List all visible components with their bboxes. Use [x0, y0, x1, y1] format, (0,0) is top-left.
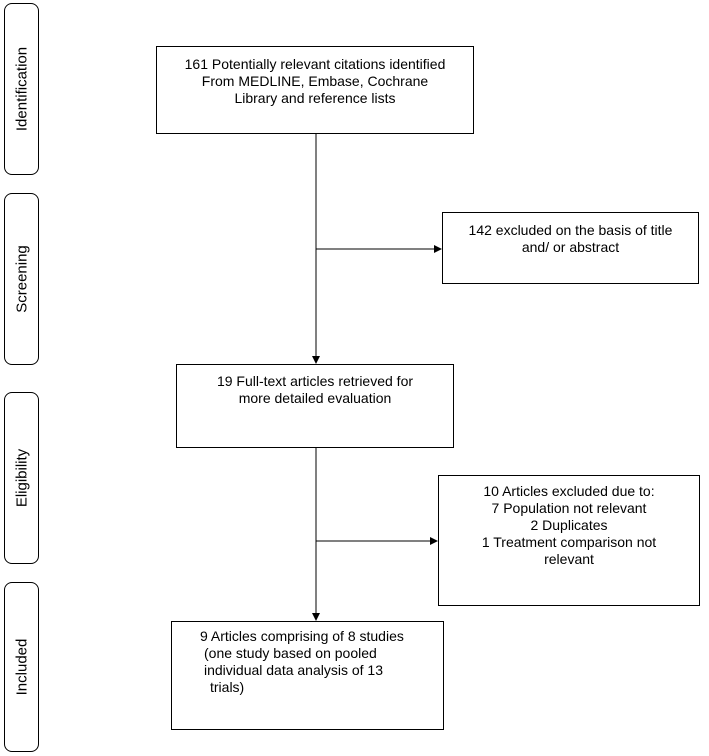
- stage-tab-screening: Screening: [4, 193, 39, 365]
- stage-tab-identification: Identification: [4, 3, 39, 175]
- identification-box: 161 Potentially relevant citations ident…: [156, 46, 474, 134]
- stage-tab-eligibility: Eligibility: [4, 392, 39, 564]
- included-line-3: individual data analysis of 13: [204, 662, 384, 678]
- identification-line-2: From MEDLINE, Embase, Cochrane: [201, 73, 429, 89]
- excluded-line-1: 10 Articles excluded due to:: [483, 483, 655, 499]
- excluded-line-2: 7 Population not relevant: [491, 500, 647, 516]
- included-line-4: trials): [210, 679, 245, 695]
- screening-excluded-box: 142 excluded on the basis of title and/ …: [442, 212, 699, 284]
- stage-tab-included: Included: [4, 582, 39, 752]
- excluded-line-3: 2 Duplicates: [530, 517, 608, 533]
- excluded-line-4: 1 Treatment comparison not: [481, 534, 657, 550]
- identification-line-1: 161 Potentially relevant citations ident…: [184, 56, 446, 72]
- full-text-box: 19 Full-text articles retrieved for more…: [176, 364, 454, 448]
- excluded-line-5: relevant: [544, 551, 594, 567]
- full-text-line-2: more detailed evaluation: [238, 390, 392, 406]
- eligibility-excluded-box: 10 Articles excluded due to: 7 Populatio…: [438, 475, 700, 606]
- screening-excluded-line-1: 142 excluded on the basis of title: [468, 222, 673, 238]
- full-text-line-1: 19 Full-text articles retrieved for: [216, 373, 414, 389]
- included-line-2: (one study based on pooled: [204, 645, 377, 661]
- included-box: 9 Articles comprising of 8 studies (one …: [171, 621, 444, 730]
- screening-excluded-line-2: and/ or abstract: [521, 239, 620, 255]
- identification-line-3: Library and reference lists: [234, 90, 396, 106]
- included-line-1: 9 Articles comprising of 8 studies: [200, 628, 404, 644]
